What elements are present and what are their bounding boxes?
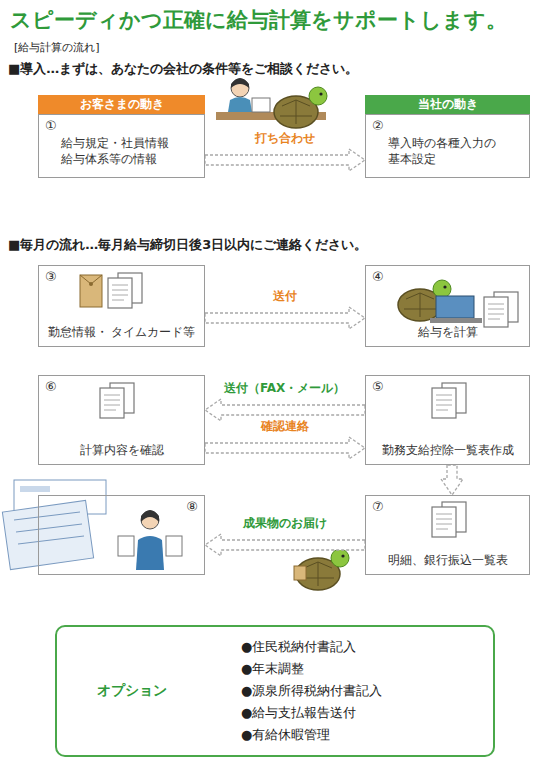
step-number: ⑦ <box>372 499 384 514</box>
flow-arrow <box>205 399 365 421</box>
options-heading-cell: オプション <box>57 682 207 700</box>
flow-arrow <box>205 534 365 556</box>
flow-arrow <box>205 149 365 171</box>
meeting-illustration <box>216 78 327 128</box>
step-text: 明細、銀行振込一覧表 <box>372 552 523 568</box>
papers-icon <box>108 273 142 308</box>
options-heading: オプション <box>57 682 207 700</box>
option-item: ●年末調整 <box>241 658 493 680</box>
step-text: 勤怠情報・ タイムカード等 <box>45 324 198 340</box>
process-box: ⑦ 明細、銀行振込一覧表 <box>365 495 530 575</box>
step-number: ③ <box>45 269 57 284</box>
header-band: お客さまの動き <box>38 95 205 114</box>
step-text: 給与を計算 <box>372 324 523 340</box>
papers-icon <box>432 383 466 418</box>
option-item: ●有給休暇管理 <box>241 724 493 746</box>
papers-icon <box>100 383 134 418</box>
process-box: ③ 勤怠情報・ タイムカード等 <box>38 265 205 347</box>
payslip-illustration <box>2 480 106 570</box>
turtle-laptop-illustration <box>398 280 518 327</box>
options-list: ●住民税納付書記入●年末調整●源泉所得税納付書記入●給与支払報告送付●有給休暇管… <box>207 636 493 746</box>
arrow-label: 確認連絡 <box>258 419 312 434</box>
section-heading: ■毎月の流れ…毎月給与締切日後3日以内にご連絡ください。 <box>8 236 367 254</box>
delivery-turtle <box>294 549 349 590</box>
step-text: 勤務支給控除一覧表作成 <box>372 442 523 458</box>
option-item: ●住民税納付書記入 <box>241 636 493 658</box>
process-box: ② 導入時の各種入力の 基本設定 <box>365 114 530 178</box>
step-number: ⑥ <box>45 379 57 394</box>
step-number: ④ <box>372 269 384 284</box>
process-box: ⑤ 勤務支給控除一覧表作成 <box>365 375 530 465</box>
process-box: ⑧ <box>38 495 205 575</box>
flow-arrow <box>205 307 365 329</box>
page-title: スピーディかつ正確に給与計算をサポートします。 <box>10 6 507 34</box>
person-illustration <box>118 510 182 570</box>
flow-arrow <box>441 465 463 495</box>
option-item: ●給与支払報告送付 <box>241 702 493 724</box>
band-text: 当社の動き <box>418 96 478 113</box>
step-number: ① <box>45 118 57 133</box>
section-heading: [給与計算の流れ] <box>14 40 100 55</box>
papers-icon <box>432 502 466 537</box>
process-box: ⑥ 計算内容を確認 <box>38 375 205 465</box>
arrow-label: 成果物のお届け <box>240 516 330 531</box>
step-number: ⑧ <box>186 499 198 514</box>
step-number: ⑤ <box>372 379 384 394</box>
step-text: 計算内容を確認 <box>45 442 198 458</box>
step-text: 導入時の各種入力の 基本設定 <box>388 135 506 167</box>
process-box: ① 給与規定・社員情報 給与体系等の情報 <box>38 114 205 178</box>
step-number: ② <box>372 118 384 133</box>
flow-arrow <box>205 437 365 459</box>
envelope-icon <box>80 275 102 307</box>
band-text: お客さまの動き <box>80 96 164 113</box>
arrow-label: 打ち合わせ <box>252 131 318 146</box>
arrow-label: 送付（FAX・メール） <box>221 381 348 396</box>
header-band: 当社の動き <box>365 95 530 114</box>
section-heading: ■導入…まずは、あなたの会社の条件等をご相談ください。 <box>8 60 358 78</box>
step-text: 給与規定・社員情報 給与体系等の情報 <box>61 135 179 167</box>
options-box: オプション●住民税納付書記入●年末調整●源泉所得税納付書記入●給与支払報告送付●… <box>55 625 495 757</box>
process-box: ④ 給与を計算 <box>365 265 530 347</box>
option-item: ●源泉所得税納付書記入 <box>241 680 493 702</box>
arrow-label: 送付 <box>270 289 300 304</box>
